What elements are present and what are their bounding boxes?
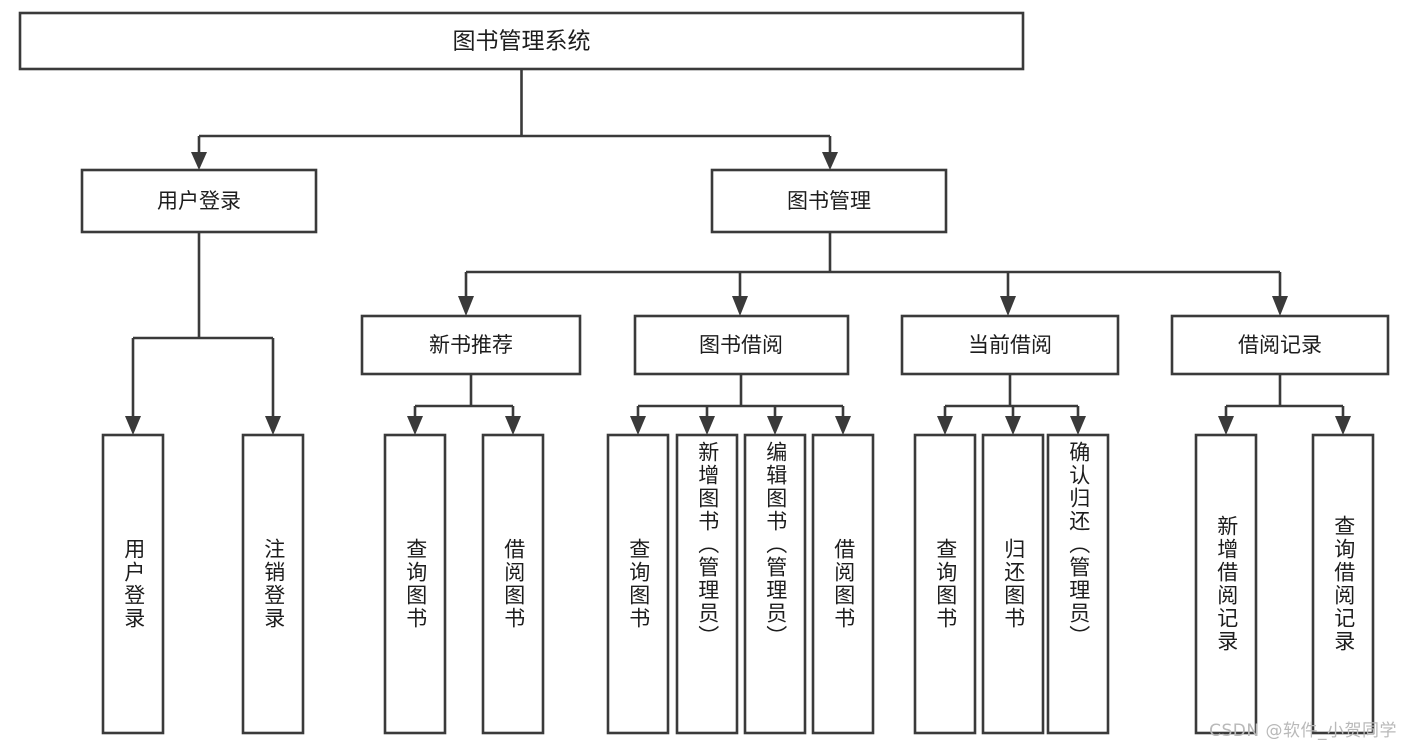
arrowhead-leaf-add-record xyxy=(1218,416,1234,435)
node-leaf-add-book[interactable] xyxy=(675,433,739,735)
node-leaf-logout[interactable] xyxy=(241,433,305,735)
arrowhead-current-borrow xyxy=(1000,296,1016,316)
arrowhead-leaf-query-record xyxy=(1335,416,1351,435)
arrowhead-leaf-query-book-3 xyxy=(937,416,953,435)
node-book-borrow[interactable] xyxy=(633,314,850,376)
node-user-login[interactable] xyxy=(80,168,318,234)
node-book-management[interactable] xyxy=(710,168,948,234)
arrowhead-leaf-user-login xyxy=(125,416,141,435)
node-borrow-record[interactable] xyxy=(1170,314,1390,376)
node-leaf-query-book-2[interactable] xyxy=(606,433,670,735)
node-leaf-add-record[interactable] xyxy=(1194,433,1258,735)
node-leaf-borrow-book-1[interactable] xyxy=(481,433,545,735)
arrowhead-user-login xyxy=(191,152,207,170)
node-leaf-confirm-return[interactable] xyxy=(1046,433,1110,735)
node-leaf-edit-book[interactable] xyxy=(743,433,807,735)
node-borrow-record-label: 借阅记录 xyxy=(1238,333,1322,357)
node-root-label: 图书管理系统 xyxy=(453,29,591,55)
arrowhead-leaf-add-book xyxy=(699,416,715,435)
connector-layer xyxy=(125,69,1351,435)
node-leaf-query-book-1[interactable] xyxy=(383,433,447,735)
node-book-management-label: 图书管理 xyxy=(787,189,871,213)
arrowhead-leaf-borrow-book-2 xyxy=(835,416,851,435)
node-leaf-user-login[interactable] xyxy=(101,433,165,735)
node-root[interactable] xyxy=(18,11,1025,71)
node-current-borrow-label: 当前借阅 xyxy=(968,333,1052,357)
arrowhead-leaf-query-book-2 xyxy=(630,416,646,435)
arrowhead-leaf-query-book-1 xyxy=(407,416,423,435)
node-leaf-query-book-3[interactable] xyxy=(913,433,977,735)
arrowhead-book-borrow xyxy=(732,296,748,316)
watermark-text: CSDN @软件_小贺同学 xyxy=(1209,721,1397,741)
arrowhead-leaf-edit-book xyxy=(767,416,783,435)
node-leaf-return-book[interactable] xyxy=(981,433,1045,735)
node-user-login-label: 用户登录 xyxy=(157,189,241,213)
node-leaf-query-record[interactable] xyxy=(1311,433,1375,735)
node-current-borrow[interactable] xyxy=(900,314,1120,376)
arrowhead-new-book-recommend xyxy=(458,296,474,316)
arrowhead-leaf-logout xyxy=(265,416,281,435)
arrowhead-leaf-return-book xyxy=(1005,416,1021,435)
node-new-book-recommend-label: 新书推荐 xyxy=(429,333,513,357)
arrowhead-leaf-confirm-return xyxy=(1070,416,1086,435)
node-layer: 图书管理系统 用户登录 图书管理 新书推荐 图书借阅 当前借阅 借阅记录 xyxy=(18,11,1390,735)
node-leaf-borrow-book-2[interactable] xyxy=(811,433,875,735)
arrowhead-borrow-record xyxy=(1272,296,1288,316)
arrowhead-book-management xyxy=(822,152,838,170)
arrowhead-leaf-borrow-book-1 xyxy=(505,416,521,435)
node-book-borrow-label: 图书借阅 xyxy=(699,333,783,357)
node-new-book-recommend[interactable] xyxy=(360,314,582,376)
